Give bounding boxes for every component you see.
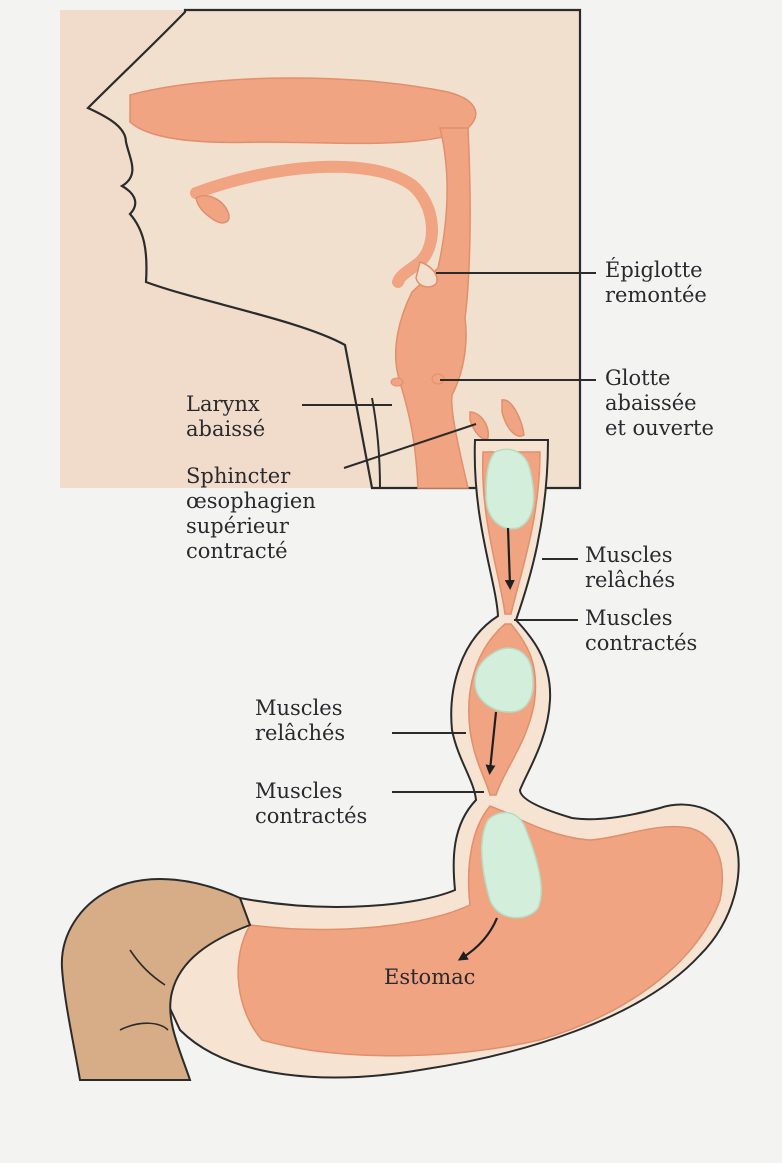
label-larynx-line1: Larynx bbox=[186, 392, 265, 417]
label-sphincter-line1: Sphincter bbox=[186, 464, 316, 489]
label-sphincter-line3: supérieur bbox=[186, 514, 316, 539]
label-glotte-line2: abaissée bbox=[605, 391, 714, 416]
label-muscles-contractes-left: Muscles contractés bbox=[255, 779, 367, 829]
bolus-upper bbox=[486, 449, 534, 528]
label-muscles-contractes-left-line2: contractés bbox=[255, 804, 367, 829]
label-epiglotte-line1: Épiglotte bbox=[605, 258, 707, 283]
label-muscles-relaches-right: Muscles relâchés bbox=[585, 543, 675, 593]
nasal-cavity bbox=[130, 78, 476, 143]
label-epiglotte-line2: remontée bbox=[605, 283, 707, 308]
label-glotte-line3: et ouverte bbox=[605, 416, 714, 441]
label-larynx-line2: abaissé bbox=[186, 417, 265, 442]
label-muscles-contractes-left-line1: Muscles bbox=[255, 779, 367, 804]
label-estomac-text: Estomac bbox=[384, 965, 475, 990]
label-muscles-relaches-left-line2: relâchés bbox=[255, 721, 345, 746]
label-muscles-relaches-right-line2: relâchés bbox=[585, 568, 675, 593]
label-sphincter-line2: œsophagien bbox=[186, 489, 316, 514]
label-muscles-contractes-right-line2: contractés bbox=[585, 631, 697, 656]
label-muscles-relaches-left: Muscles relâchés bbox=[255, 696, 345, 746]
label-sphincter-line4: contracté bbox=[186, 539, 316, 564]
label-sphincter: Sphincter œsophagien supérieur contracté bbox=[186, 464, 316, 564]
label-glotte: Glotte abaissée et ouverte bbox=[605, 366, 714, 441]
label-muscles-relaches-right-line1: Muscles bbox=[585, 543, 675, 568]
label-muscles-contractes-right: Muscles contractés bbox=[585, 606, 697, 656]
label-muscles-relaches-left-line1: Muscles bbox=[255, 696, 345, 721]
label-muscles-contractes-right-line1: Muscles bbox=[585, 606, 697, 631]
label-epiglotte: Épiglotte remontée bbox=[605, 258, 707, 308]
label-estomac: Estomac bbox=[384, 965, 475, 990]
label-glotte-line1: Glotte bbox=[605, 366, 714, 391]
glottis-left bbox=[391, 378, 403, 386]
label-larynx: Larynx abaissé bbox=[186, 392, 265, 442]
